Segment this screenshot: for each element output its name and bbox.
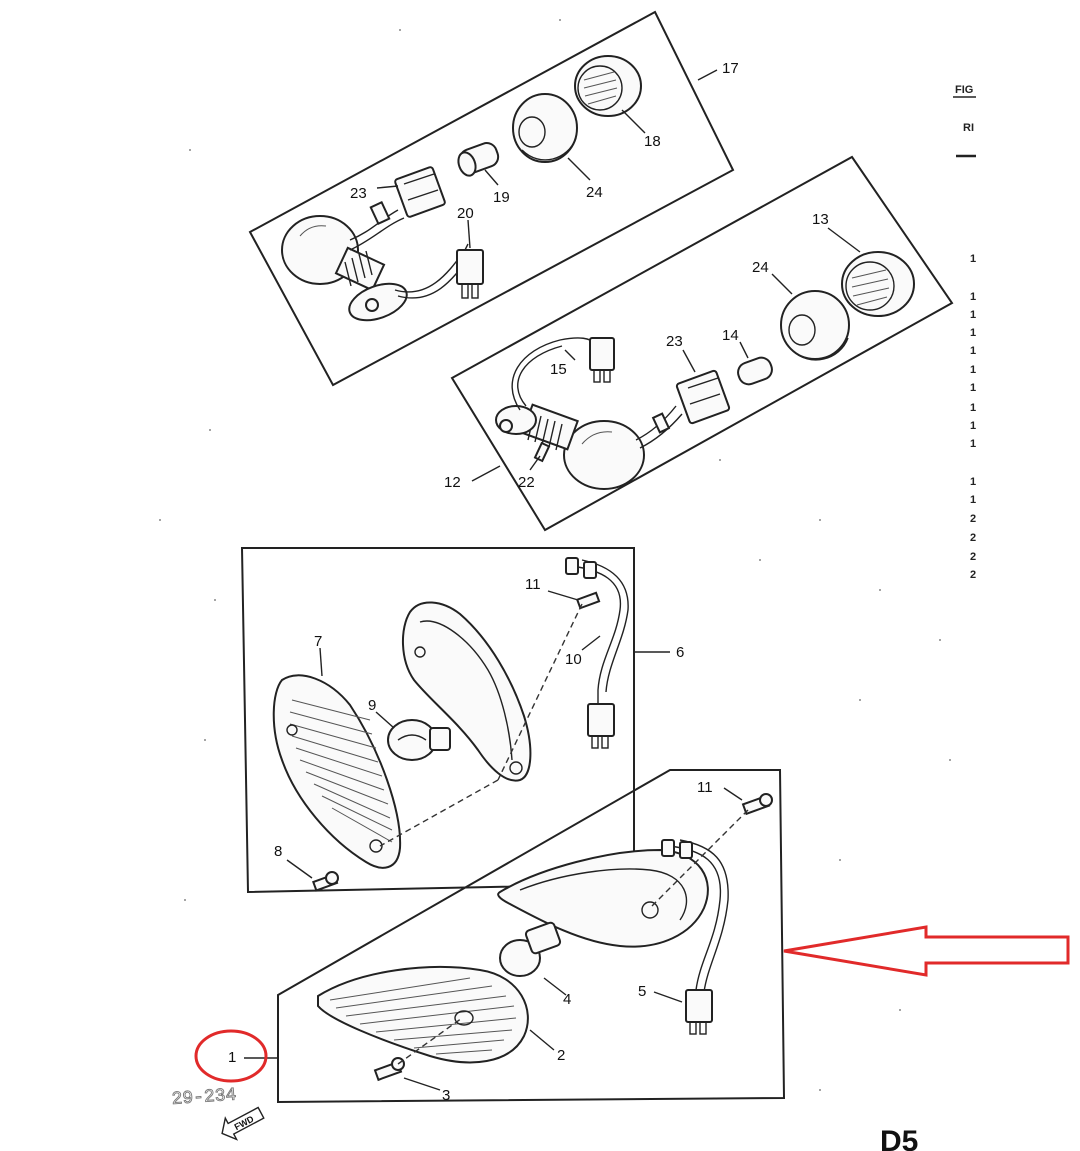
callout-11: 11 — [525, 576, 541, 593]
side-row: 1 — [970, 420, 976, 432]
assembly-box-17 — [248, 10, 735, 387]
side-row: 1 — [970, 309, 976, 321]
side-row: 2 — [970, 569, 976, 581]
callout-6: 6 — [676, 644, 684, 661]
side-row: 1 — [970, 494, 976, 506]
callout-23b: 23 — [666, 333, 683, 350]
side-row: 1 — [970, 291, 976, 303]
fwd-label: FWD — [233, 1113, 256, 1132]
side-row: 2 — [970, 513, 976, 525]
assembly-box-1[interactable] — [244, 769, 786, 1104]
side-header-fig: FIG — [955, 84, 973, 96]
side-row: 1 — [970, 438, 976, 450]
red-circle-highlight — [194, 1029, 268, 1083]
side-row: 1 — [970, 476, 976, 488]
callout-19: 19 — [493, 189, 510, 206]
callout-13: 13 — [812, 211, 829, 228]
callout-17: 17 — [722, 60, 739, 77]
callout-7: 7 — [314, 633, 322, 650]
callout-2: 2 — [557, 1047, 565, 1064]
scan-noise — [159, 19, 951, 1091]
assembly-box-12 — [450, 155, 954, 532]
callout-3: 3 — [442, 1087, 450, 1104]
assembly-box-6 — [240, 547, 670, 894]
callout-10: 10 — [565, 651, 582, 668]
callout-18: 18 — [644, 133, 661, 150]
callout-9: 9 — [368, 697, 376, 714]
callout-11b: 11 — [697, 779, 713, 796]
side-parts-list: FIG RI 1 1 1 1 1 1 1 1 1 1 1 1 2 2 2 2 — [953, 84, 976, 581]
side-row: 1 — [970, 327, 976, 339]
callout-24: 24 — [586, 184, 603, 201]
callout-numbers: 17 18 19 24 23 20 13 24 23 14 15 12 22 1… — [228, 60, 829, 1104]
callout-8: 8 — [274, 843, 282, 860]
callout-14: 14 — [722, 327, 739, 344]
side-header-ri: RI — [963, 122, 974, 134]
fwd-arrow-icon: FWD — [221, 1106, 265, 1141]
callout-12: 12 — [444, 474, 461, 491]
callout-24b: 24 — [752, 259, 769, 276]
callout-23: 23 — [350, 185, 367, 202]
side-row: 2 — [970, 532, 976, 544]
red-arrow — [783, 925, 1070, 977]
side-row: 1 — [970, 364, 976, 376]
side-row: 1 — [970, 345, 976, 357]
callout-1[interactable]: 1 — [228, 1049, 236, 1066]
callout-4: 4 — [563, 991, 571, 1008]
callout-22: 22 — [518, 474, 535, 491]
page-code: D5 — [880, 1125, 918, 1151]
callout-15: 15 — [550, 361, 567, 378]
side-row: 2 — [970, 551, 976, 563]
side-row: 1 — [970, 253, 976, 265]
callout-20: 20 — [457, 205, 474, 222]
faded-stamp: 29-234 — [171, 1086, 237, 1110]
side-row: 1 — [970, 402, 976, 414]
side-row: 1 — [970, 382, 976, 394]
red-annotations — [194, 925, 1070, 1083]
callout-5: 5 — [638, 983, 646, 1000]
